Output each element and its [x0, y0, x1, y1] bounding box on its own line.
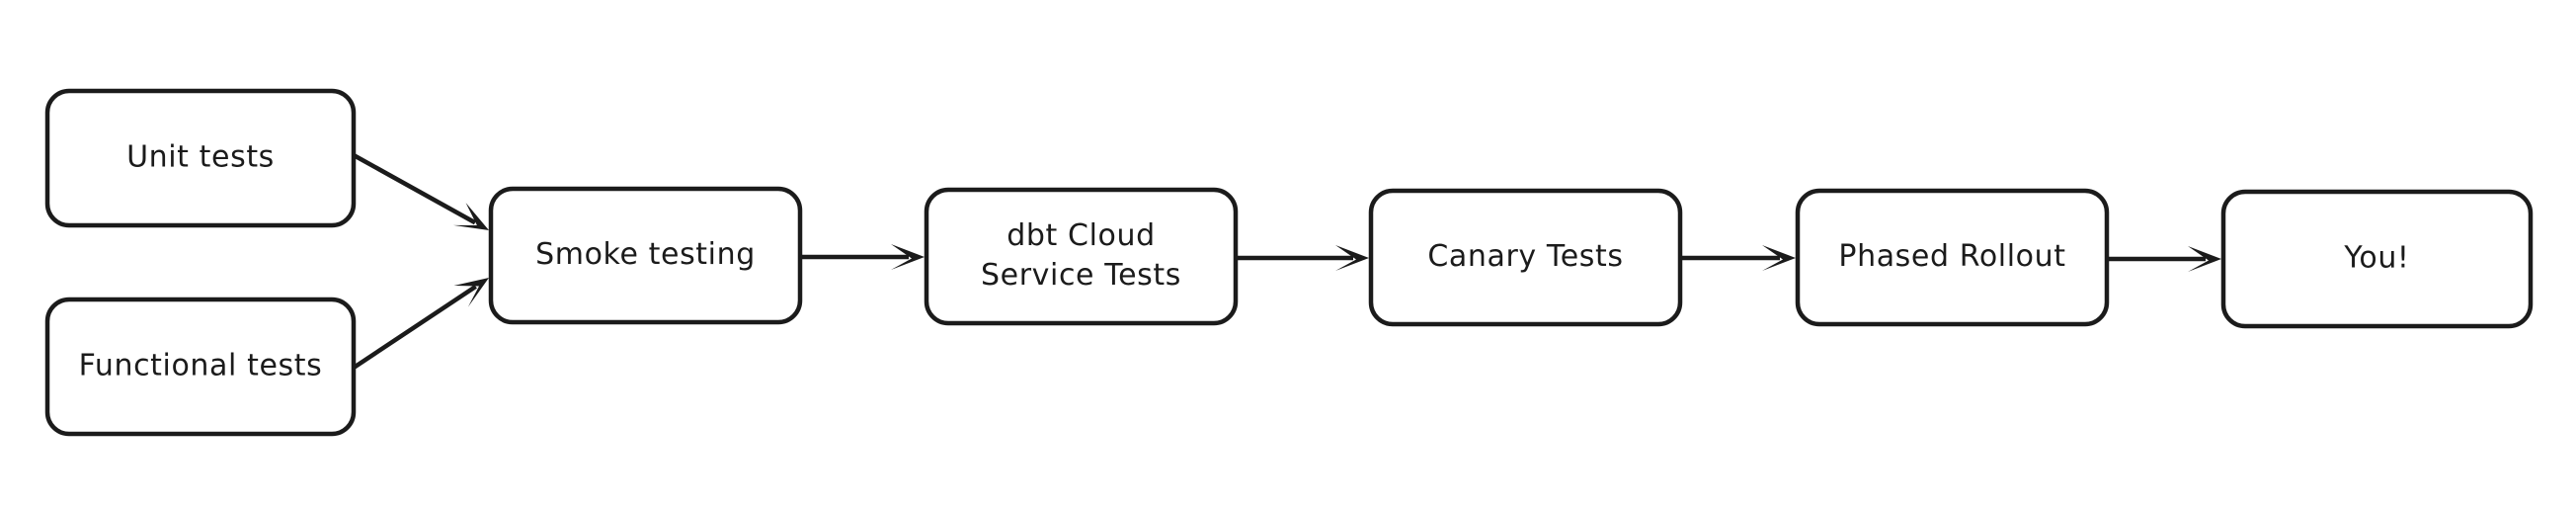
node-canary-tests[interactable]: Canary Tests: [1368, 188, 1683, 327]
arrowhead-icon: [2188, 246, 2221, 272]
node-label: dbt Cloud: [1006, 218, 1155, 253]
node-box[interactable]: [924, 187, 1239, 326]
node-label: Canary Tests: [1427, 239, 1623, 274]
node-label: Functional tests: [79, 349, 323, 383]
edges-layer: [352, 153, 2221, 370]
arrowhead-icon: [891, 244, 925, 270]
edge-line: [352, 153, 477, 225]
arrowhead-icon: [1762, 245, 1796, 271]
edge-arrow: [1682, 245, 1796, 271]
edge-arrow: [802, 244, 925, 270]
node-box[interactable]: [44, 88, 357, 228]
node-you[interactable]: You!: [2220, 189, 2534, 329]
node-box[interactable]: [1795, 188, 2110, 327]
node-box[interactable]: [1368, 188, 1683, 327]
edge-arrow: [2109, 246, 2221, 272]
edge-arrow: [352, 153, 489, 230]
arrowhead-icon: [453, 278, 489, 307]
node-functional-tests[interactable]: Functional tests: [44, 297, 357, 437]
edge-arrow: [1238, 245, 1369, 271]
edge-line: [352, 284, 477, 370]
node-label: Phased Rollout: [1838, 239, 2065, 274]
node-label: Smoke testing: [535, 237, 756, 272]
node-phased-rollout[interactable]: Phased Rollout: [1795, 188, 2110, 327]
node-label: Unit tests: [126, 140, 275, 175]
edge-arrow: [352, 278, 489, 370]
arrowhead-icon: [452, 203, 489, 230]
arrowhead-icon: [1335, 245, 1369, 271]
node-box[interactable]: [44, 297, 357, 437]
node-smoke-testing[interactable]: Smoke testing: [488, 186, 803, 325]
node-label: You!: [2343, 241, 2409, 276]
node-unit-tests[interactable]: Unit tests: [44, 88, 357, 228]
node-label: Service Tests: [981, 258, 1181, 293]
node-box[interactable]: [488, 186, 803, 325]
node-box[interactable]: [2220, 189, 2534, 329]
